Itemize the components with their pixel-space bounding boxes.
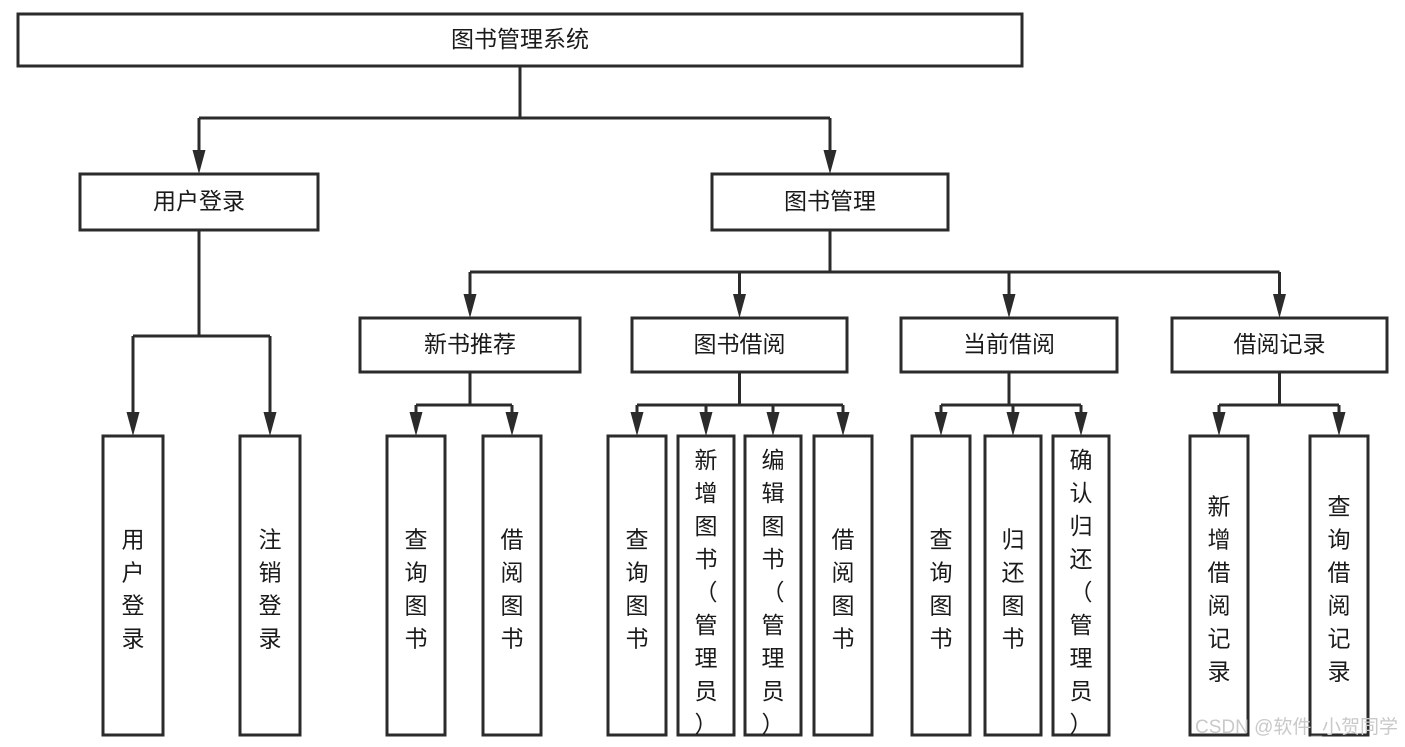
node-l2-current-borrow[interactable]: 当前借阅: [899, 316, 1119, 374]
node-leaf-return-book[interactable]: 归还图书: [983, 434, 1043, 737]
node-leaf-borrow-book[interactable]: 借阅图书: [812, 434, 874, 737]
node-box-leaf-add-book[interactable]: [676, 434, 736, 737]
node-box-leaf-query-record[interactable]: [1308, 434, 1370, 737]
node-leaf-borrow-book-rec[interactable]: 借阅图书: [481, 434, 543, 737]
csdn-watermark: CSDN @软件_小贺同学: [1195, 716, 1398, 738]
node-box-leaf-borrow-book[interactable]: [812, 434, 874, 737]
node-box-l1-user-login[interactable]: [78, 172, 320, 232]
node-label-leaf-edit-book: 编辑图书（管理员）: [762, 447, 785, 737]
connector-root-to-l1-user-login: [192, 66, 522, 174]
connector-l2-book-borrow-to-leaf-borrow-book: [738, 372, 850, 436]
node-leaf-edit-book[interactable]: 编辑图书（管理员）: [743, 434, 803, 737]
connector-l1-user-login-to-leaf-logout: [197, 230, 277, 436]
node-layer: 图书管理系统用户登录图书管理新书推荐图书借阅当前借阅借阅记录用户登录注销登录查询…: [16, 12, 1389, 737]
node-label-leaf-query-record: 查询借阅记录: [1328, 494, 1351, 685]
arrow-head-icon: [836, 412, 850, 436]
connector-l2-borrow-record-to-leaf-add-record: [1212, 372, 1281, 436]
node-label-l1-user-login: 用户登录: [153, 188, 245, 214]
connector-l1-book-manage-to-l2-current-borrow: [828, 230, 1016, 318]
arrow-head-icon: [463, 294, 477, 318]
node-l2-book-borrow[interactable]: 图书借阅: [630, 316, 849, 374]
node-l1-book-manage[interactable]: 图书管理: [710, 172, 950, 232]
arrow-head-icon: [1002, 294, 1016, 318]
node-leaf-logout[interactable]: 注销登录: [238, 434, 302, 737]
node-box-leaf-query-book-cur[interactable]: [910, 434, 972, 737]
arrow-head-icon: [263, 412, 277, 436]
connector-l1-user-login-to-leaf-user-login: [126, 230, 201, 436]
arrow-head-icon: [1074, 412, 1088, 436]
arrow-head-icon: [934, 412, 948, 436]
node-leaf-add-book[interactable]: 新增图书（管理员）: [676, 434, 736, 737]
connector-layer: [126, 66, 1346, 436]
node-label-leaf-query-book-borrow: 查询图书: [626, 527, 649, 652]
arrow-head-icon: [733, 294, 746, 318]
connector-l2-current-borrow-to-leaf-query-book-cur: [934, 372, 1011, 436]
arrow-head-icon: [126, 412, 140, 436]
node-box-l2-current-borrow[interactable]: [899, 316, 1119, 374]
connector-root-to-l1-book-manage: [518, 66, 837, 174]
arrow-head-icon: [1006, 412, 1020, 436]
node-box-leaf-user-login[interactable]: [101, 434, 165, 737]
node-box-l2-borrow-record[interactable]: [1170, 316, 1389, 374]
arrow-head-icon: [409, 412, 423, 436]
node-leaf-confirm-return[interactable]: 确认归还（管理员）: [1051, 434, 1111, 737]
arrow-head-icon: [630, 412, 644, 436]
arrow-head-icon: [823, 150, 837, 174]
node-label-leaf-query-book-rec: 查询图书: [405, 527, 428, 652]
node-label-leaf-add-record: 新增借阅记录: [1208, 494, 1231, 685]
connector-l1-book-manage-to-l2-new-book-rec: [463, 230, 832, 318]
node-box-leaf-query-book-borrow[interactable]: [606, 434, 668, 737]
connector-l1-book-manage-to-l2-book-borrow: [733, 230, 832, 318]
node-label-l2-borrow-record: 借阅记录: [1234, 331, 1326, 357]
node-leaf-add-record[interactable]: 新增借阅记录: [1188, 434, 1250, 737]
node-box-root[interactable]: [16, 12, 1024, 68]
node-label-leaf-logout: 注销登录: [259, 527, 282, 652]
node-box-leaf-borrow-book-rec[interactable]: [481, 434, 543, 737]
node-leaf-query-record[interactable]: 查询借阅记录: [1308, 434, 1370, 737]
node-label-root: 图书管理系统: [451, 26, 589, 52]
node-label-l2-book-borrow: 图书借阅: [694, 331, 786, 357]
node-box-l1-book-manage[interactable]: [710, 172, 950, 232]
node-box-leaf-logout[interactable]: [238, 434, 302, 737]
arrow-head-icon: [766, 412, 780, 436]
node-l2-borrow-record[interactable]: 借阅记录: [1170, 316, 1389, 374]
node-label-leaf-add-book: 新增图书（管理员）: [695, 447, 718, 737]
node-box-leaf-edit-book[interactable]: [743, 434, 803, 737]
node-box-leaf-query-book-rec[interactable]: [385, 434, 447, 737]
connector-l2-new-book-rec-to-leaf-borrow-book-rec: [468, 372, 519, 436]
node-box-leaf-add-record[interactable]: [1188, 434, 1250, 737]
node-leaf-user-login[interactable]: 用户登录: [101, 434, 165, 737]
node-leaf-query-book-rec[interactable]: 查询图书: [385, 434, 447, 737]
node-root[interactable]: 图书管理系统: [16, 12, 1024, 68]
arrow-head-icon: [1332, 412, 1346, 436]
node-label-l1-book-manage: 图书管理: [784, 188, 876, 214]
node-leaf-query-book-cur[interactable]: 查询图书: [910, 434, 972, 737]
node-l1-user-login[interactable]: 用户登录: [78, 172, 320, 232]
arrow-head-icon: [699, 412, 713, 436]
connector-l2-borrow-record-to-leaf-query-record: [1278, 372, 1346, 436]
arrow-head-icon: [1212, 412, 1226, 436]
node-label-leaf-return-book: 归还图书: [1002, 527, 1025, 652]
connector-l2-new-book-rec-to-leaf-query-book-rec: [409, 372, 472, 436]
arrow-head-icon: [505, 412, 519, 436]
connector-l1-book-manage-to-l2-borrow-record: [828, 230, 1286, 318]
node-label-leaf-confirm-return: 确认归还（管理员）: [1070, 447, 1093, 737]
node-label-leaf-query-book-cur: 查询图书: [930, 527, 953, 652]
arrow-head-icon: [1273, 294, 1286, 318]
node-l2-new-book-rec[interactable]: 新书推荐: [358, 316, 582, 374]
node-label-l2-current-borrow: 当前借阅: [963, 331, 1055, 357]
node-label-l2-new-book-rec: 新书推荐: [424, 331, 516, 357]
connector-l2-current-borrow-to-leaf-confirm-return: [1007, 372, 1088, 436]
node-box-leaf-return-book[interactable]: [983, 434, 1043, 737]
node-box-l2-book-borrow[interactable]: [630, 316, 849, 374]
node-leaf-query-book-borrow[interactable]: 查询图书: [606, 434, 668, 737]
node-label-leaf-borrow-book: 借阅图书: [832, 527, 855, 652]
node-box-l2-new-book-rec[interactable]: [358, 316, 582, 374]
arrow-head-icon: [192, 150, 206, 174]
node-label-leaf-borrow-book-rec: 借阅图书: [501, 527, 524, 652]
node-label-leaf-user-login: 用户登录: [122, 527, 145, 652]
node-box-leaf-confirm-return[interactable]: [1051, 434, 1111, 737]
